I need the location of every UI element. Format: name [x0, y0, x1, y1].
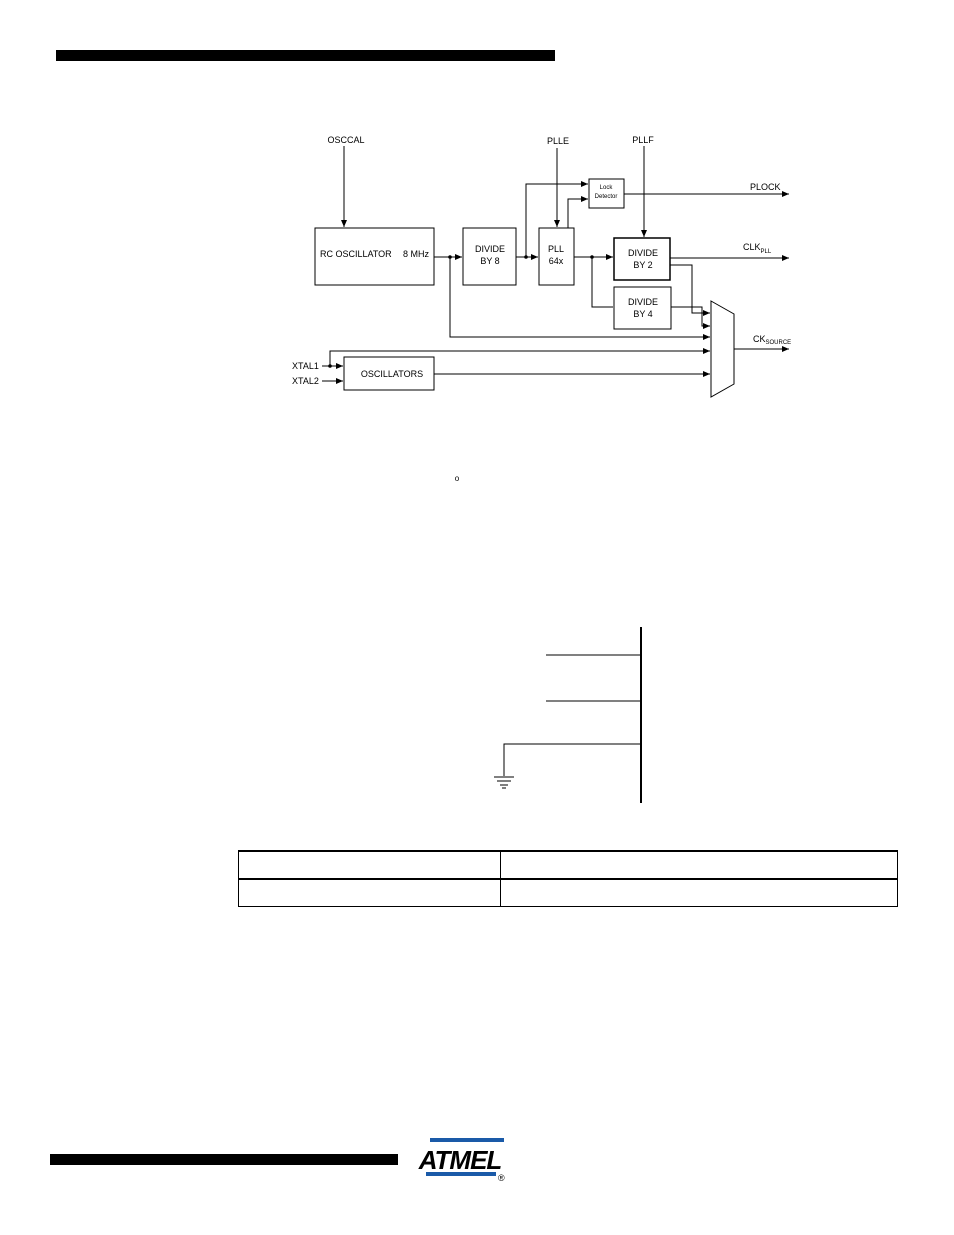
table-header-row — [238, 850, 898, 880]
divide-by-4-block — [613, 286, 672, 330]
table-row — [238, 879, 898, 907]
table-cell — [238, 879, 501, 907]
clock-multiplexer — [710, 300, 735, 398]
header-bar — [56, 50, 555, 61]
cksource-label: CKSOURCE — [753, 334, 791, 346]
divide-by-2-label-2: BY 2 — [633, 260, 652, 270]
divide-by-2-label-1: DIVIDE — [628, 248, 658, 258]
table-header-cell — [500, 850, 898, 880]
osccal-label: OSCCAL — [327, 135, 364, 145]
pin-connection-diagram — [503, 627, 642, 803]
divide-by-8-label-2: BY 8 — [480, 256, 499, 266]
pll-label-2: 64x — [549, 256, 564, 266]
lock-detector-label-2: Detector — [595, 194, 618, 200]
degree-mark: o — [455, 474, 460, 483]
divide-by-2-block — [613, 237, 671, 281]
pll-label-1: PLL — [548, 244, 564, 254]
data-table — [238, 850, 898, 907]
plock-label: PLOCK — [750, 182, 781, 192]
clk-pll-label: CLKPLL — [743, 242, 772, 255]
xtal2-label: XTAL2 — [292, 376, 319, 386]
atmel-logo: ATMEL ® — [418, 1138, 505, 1183]
oscillators-label: OSCILLATORS — [361, 369, 423, 379]
plle-label: PLLE — [547, 136, 569, 146]
xtal1-label: XTAL1 — [292, 361, 319, 371]
footer-bar — [50, 1154, 398, 1165]
ground-symbol-icon — [494, 776, 514, 789]
pllf-label: PLLF — [632, 135, 654, 145]
table-cell — [500, 879, 898, 907]
divide-by-8-label-1: DIVIDE — [475, 244, 505, 254]
lock-detector-label-1: Lock — [600, 185, 614, 191]
divide-by-4-label-1: DIVIDE — [628, 297, 658, 307]
cksource-subscript: SOURCE — [766, 340, 792, 346]
rc-frequency-label: 8 MHz — [403, 249, 430, 259]
clk-pll-subscript: PLL — [761, 249, 772, 255]
divide-by-4-label-2: BY 4 — [633, 309, 652, 319]
table-header-cell — [238, 850, 501, 880]
registered-mark: ® — [498, 1173, 505, 1183]
rc-oscillator-label: RC OSCILLATOR — [320, 249, 392, 259]
atmel-logo-text: ATMEL — [418, 1145, 502, 1175]
